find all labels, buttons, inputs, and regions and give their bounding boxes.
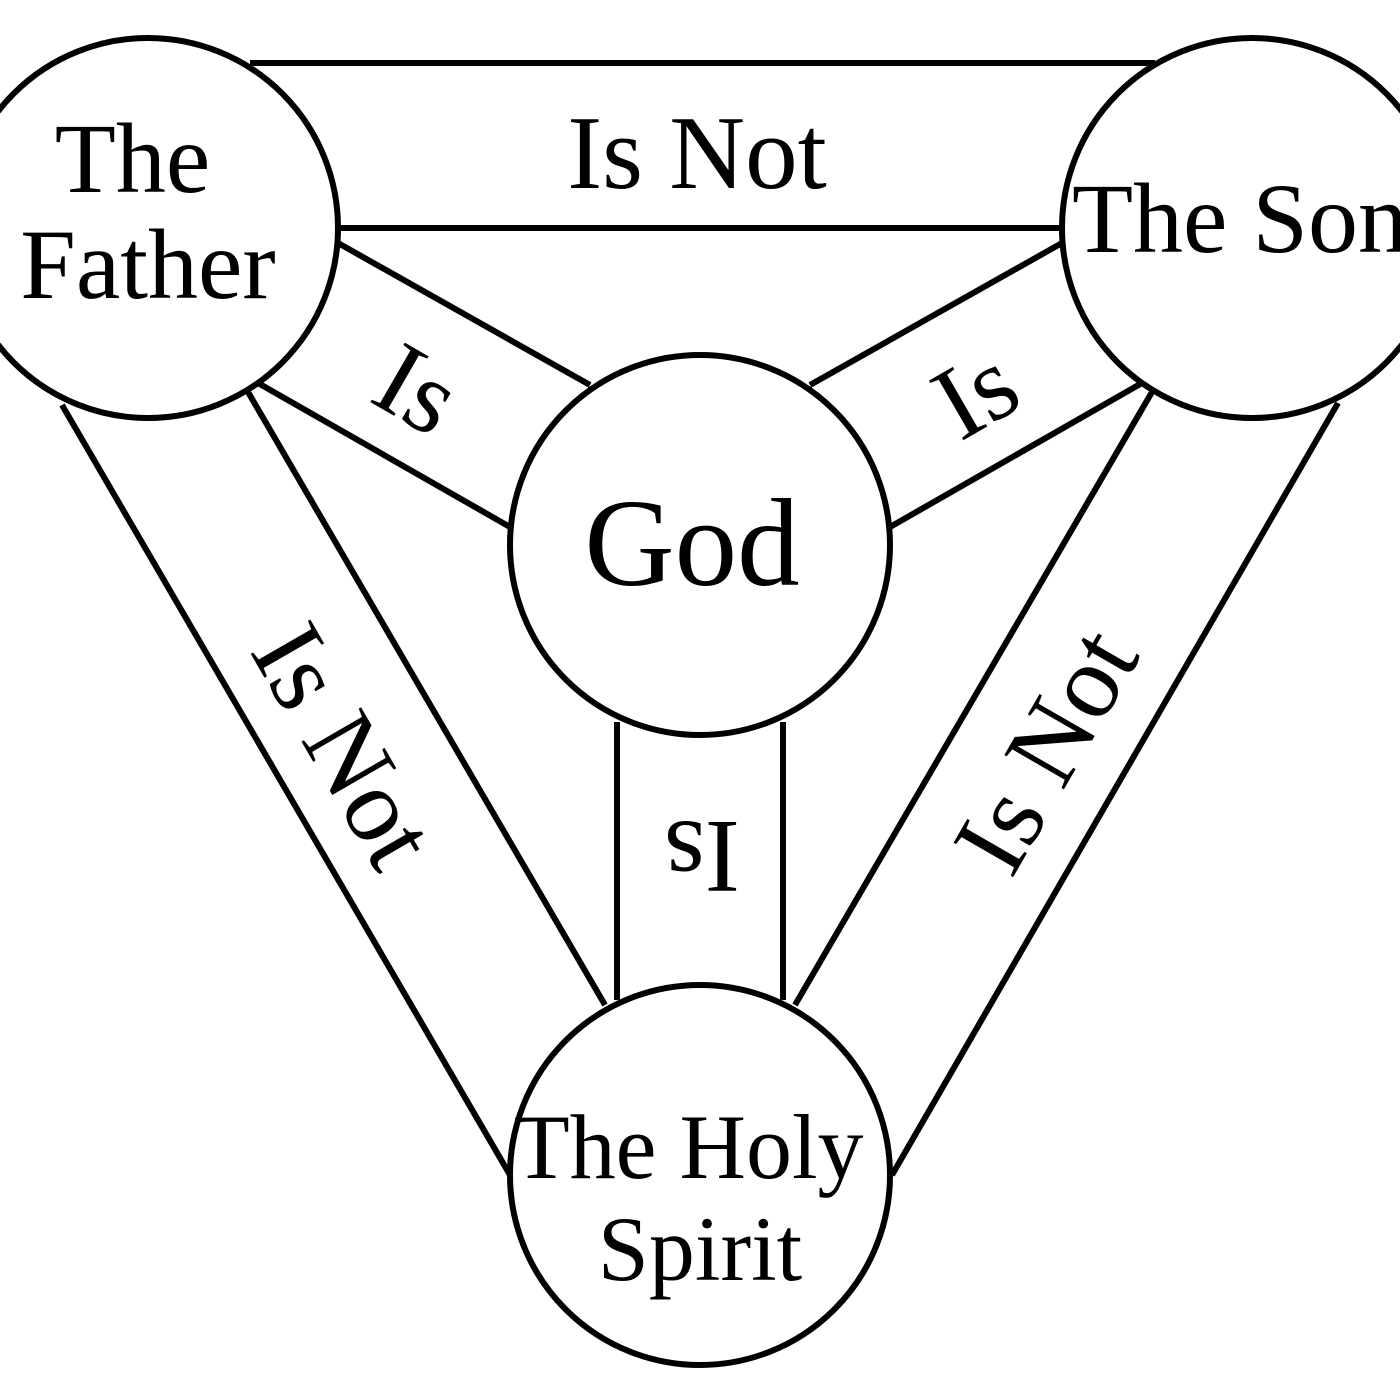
band-son-spirit bbox=[792, 390, 1341, 1177]
edge-son-spirit-label: Is Not bbox=[930, 609, 1161, 892]
edge-father-god-label: Is bbox=[356, 319, 480, 458]
edge-spirit-god-label: Is bbox=[664, 799, 740, 916]
node-son-circle bbox=[1059, 35, 1400, 421]
node-father-label: The Father bbox=[20, 103, 275, 320]
band-son-god bbox=[808, 240, 1144, 530]
node-god-circle bbox=[507, 352, 893, 738]
node-father-line-1: The bbox=[55, 103, 210, 214]
band-spirit-god bbox=[614, 722, 786, 1000]
node-spirit-line-2: Spirit bbox=[598, 1198, 803, 1300]
edge-father-son-label: Is Not bbox=[567, 94, 827, 211]
node-god-label: God bbox=[584, 475, 799, 613]
node-father-line-2: Father bbox=[20, 209, 275, 320]
edge-father-spirit-label: Is Not bbox=[229, 604, 460, 887]
node-father-circle bbox=[0, 35, 341, 421]
node-spirit-label: The Holy Spirit bbox=[513, 1096, 886, 1300]
node-spirit-line-1: The Holy bbox=[513, 1096, 863, 1198]
node-son-label: The Son bbox=[1072, 163, 1400, 274]
band-father-god bbox=[256, 240, 592, 530]
band-father-spirit bbox=[59, 390, 608, 1177]
node-spirit-circle bbox=[507, 982, 893, 1368]
band-father-son bbox=[250, 60, 1155, 231]
edge-son-god-label: Is bbox=[913, 323, 1037, 462]
